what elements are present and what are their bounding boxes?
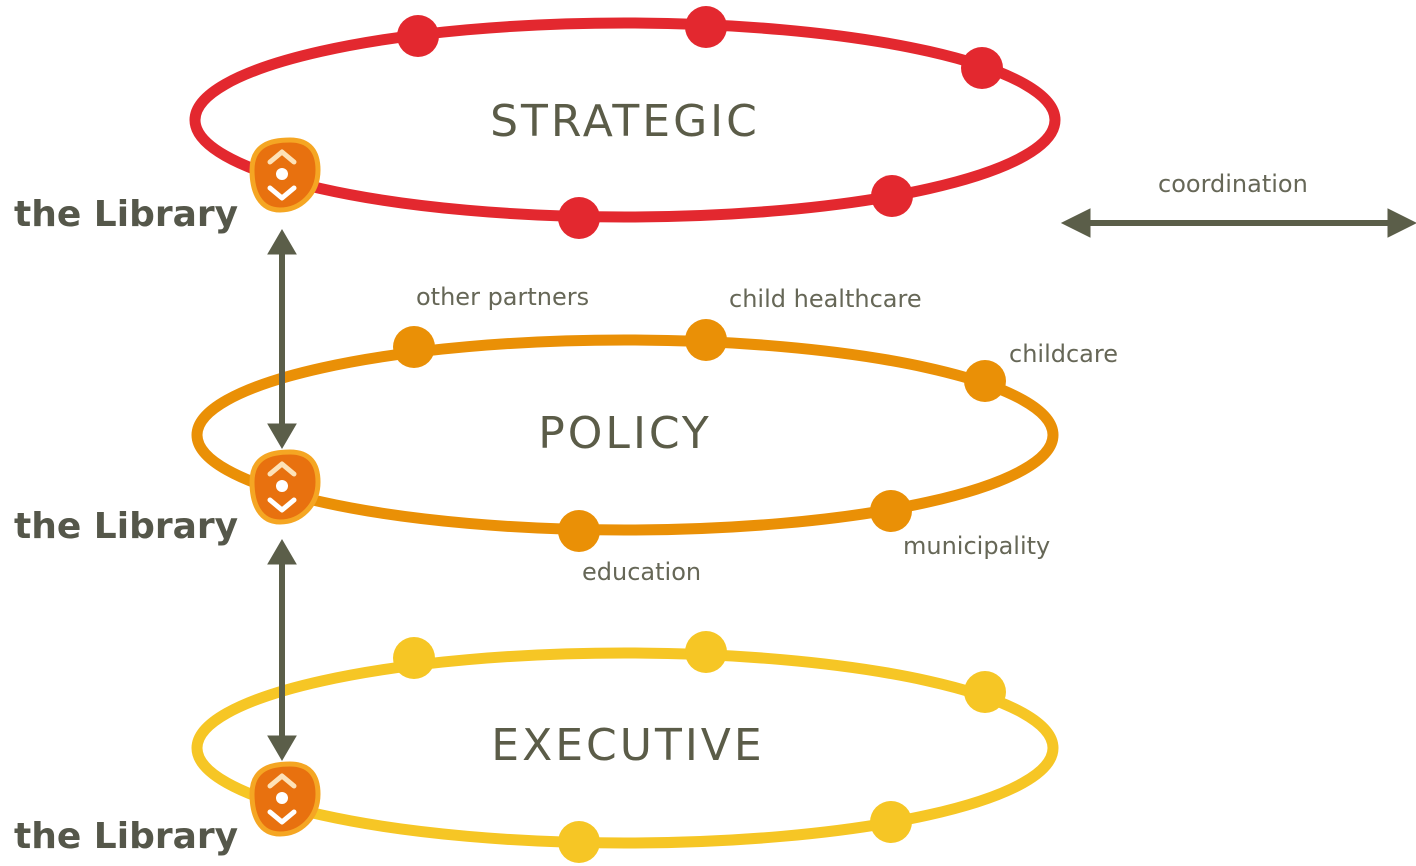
library-logo-icon [249,761,321,837]
strategic-ring [189,6,1061,239]
strategic-node [397,15,439,57]
library-logo-icon [249,137,321,213]
policy-node [393,326,435,368]
double-arrow-horizontal-icon [1060,208,1416,238]
library-label-strategic: the Library [14,194,239,235]
double-arrow-vertical-icon [267,539,297,761]
level-title-executive: EXECUTIVE [491,720,765,771]
double-arrow-vertical-icon [267,229,297,449]
level-title-strategic: STRATEGIC [490,96,760,147]
strategic-node [961,47,1003,89]
library-label-policy: the Library [14,506,239,547]
executive-node [558,821,600,863]
label-education: education [582,558,702,586]
policy-node [685,319,727,361]
executive-node [685,631,727,673]
strategic-node [685,6,727,48]
library-label-executive: the Library [14,816,239,857]
label-municipality: municipality [903,532,1051,560]
label-coordination: coordination [1158,170,1308,198]
strategic-node [871,175,913,217]
level-title-policy: POLICY [538,408,712,459]
executive-ring [191,631,1059,863]
policy-ring [191,319,1059,552]
label-child-healthcare: child healthcare [729,285,922,313]
executive-node [870,801,912,843]
library-logo-icon [249,449,321,525]
executive-node [964,671,1006,713]
policy-node [964,360,1006,402]
executive-node [393,637,435,679]
strategic-node [558,197,600,239]
policy-node [870,490,912,532]
label-other-partners: other partners [416,283,590,311]
label-childcare: childcare [1009,340,1118,368]
policy-node [558,510,600,552]
